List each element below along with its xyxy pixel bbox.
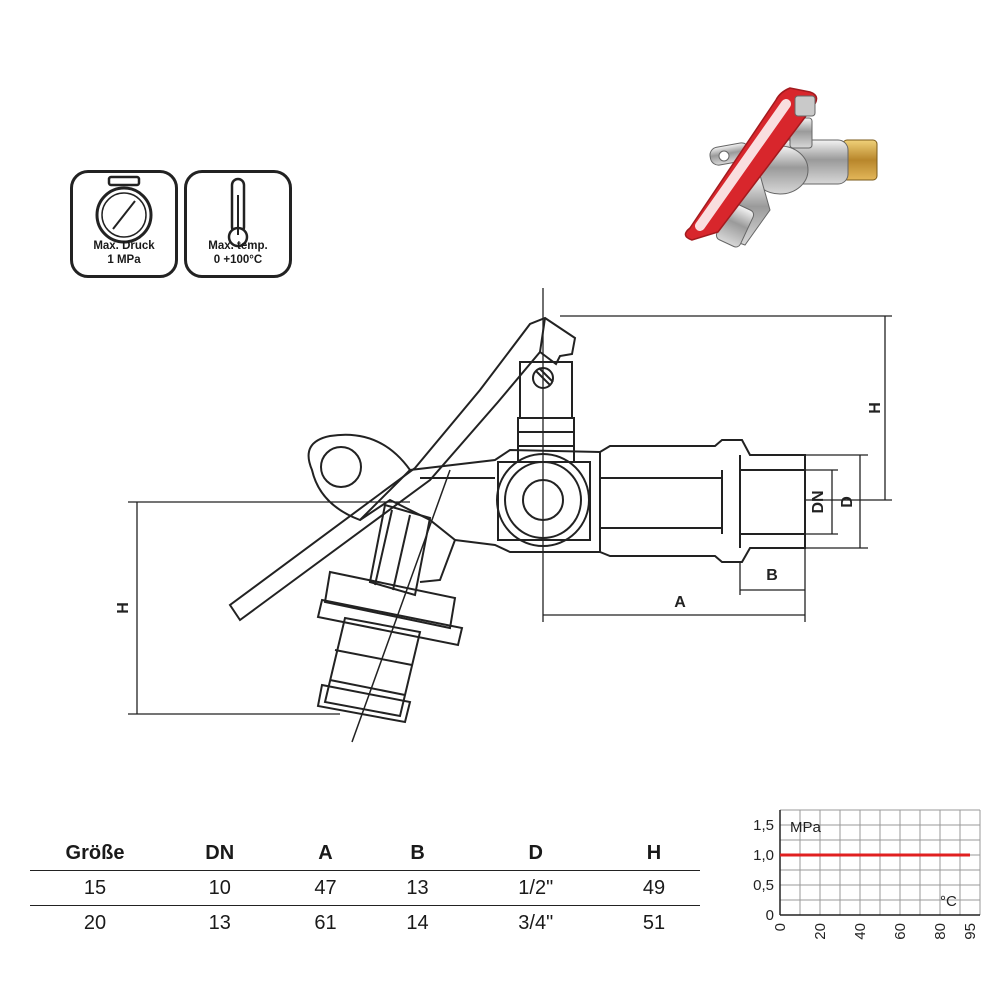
valve-outline — [228, 316, 806, 743]
pressure-label-line1: Max. Druck — [93, 240, 155, 252]
header-b: B — [371, 836, 464, 871]
dim-label-dn: DN — [810, 490, 827, 513]
chart-y-tick-label: 0 — [766, 907, 774, 924]
thermometer-icon — [227, 177, 249, 248]
header-h: H — [607, 836, 700, 871]
header-a: A — [279, 836, 372, 871]
temperature-label-line2: 0 +100°C — [213, 254, 263, 266]
temperature-label-line1: Max. temp. — [208, 240, 268, 252]
chart-y-tick-label: 1,0 — [753, 847, 774, 864]
cell-size: 15 — [30, 870, 160, 906]
chart-x-ticks: 0 20 40 60 80 95 — [772, 923, 979, 940]
header-groesse: Größe — [30, 836, 160, 871]
cell-a: 61 — [314, 911, 337, 934]
pressure-badge: Max. Druck 1 MPa — [70, 170, 178, 278]
chart-y-tick-label: 0,5 — [753, 877, 774, 894]
pressure-label-line2: 1 MPa — [107, 254, 141, 266]
dimension-labels: H H DN D A B — [115, 402, 884, 614]
table-row: 20 13 61 14 3/4" 51 — [30, 906, 700, 941]
chart-x-tick-label: 20 — [812, 923, 829, 940]
temperature-badge: Max. temp. 0 +100°C — [184, 170, 292, 278]
dim-label-b: B — [766, 567, 778, 584]
chart-x-unit-label: °C — [940, 893, 957, 910]
chart-x-tick-label: 0 — [772, 923, 789, 931]
cell-d: 3/4" — [518, 911, 554, 934]
temperature-badge-label: Max. temp. 0 +100°C — [187, 239, 289, 267]
chart-y-tick-label: 1,5 — [753, 817, 774, 834]
cell-b: 13 — [371, 870, 464, 906]
cell-dn: 10 — [160, 870, 280, 906]
cell-a: 47 — [279, 870, 372, 906]
dimension-lines — [128, 288, 892, 715]
cell-dn: 13 — [208, 911, 231, 934]
cell-h: 51 — [642, 911, 666, 934]
table-row: 15 10 47 13 1/2" 49 — [30, 870, 700, 906]
dim-label-a: A — [674, 594, 686, 611]
product-photo — [684, 87, 878, 248]
chart-y-unit-label: MPa — [790, 819, 822, 836]
cell-d: 1/2" — [463, 870, 608, 906]
cell-b: 14 — [406, 911, 429, 934]
chart-grid — [779, 809, 981, 916]
header-d: D — [463, 836, 608, 871]
dim-label-d: D — [839, 496, 856, 508]
header-dn: DN — [160, 836, 280, 871]
dim-label-h-right: H — [867, 402, 884, 414]
chart-x-tick-label: 95 — [962, 923, 979, 940]
chart-x-tick-label: 80 — [932, 923, 949, 940]
chart-y-ticks: 0 0,5 1,0 1,5 — [753, 817, 774, 924]
pressure-badge-label: Max. Druck 1 MPa — [73, 239, 175, 267]
cell-size: 20 — [83, 911, 107, 934]
valve-technical-drawing: H H DN D A B — [115, 87, 892, 743]
cell-h: 49 — [607, 870, 700, 906]
chart-x-tick-label: 60 — [892, 923, 909, 940]
table-header-row: Größe DN A B D H — [30, 836, 700, 871]
dim-label-h-left: H — [115, 602, 132, 614]
chart-x-tick-label: 40 — [852, 923, 869, 940]
pressure-gauge-icon — [95, 175, 153, 244]
size-spec-table: Größe DN A B D H 15 10 47 13 1/2" 49 20 … — [30, 836, 700, 940]
pressure-temperature-chart: 0 0,5 1,0 1,5 0 20 40 60 80 95 MPa °C — [753, 809, 981, 940]
